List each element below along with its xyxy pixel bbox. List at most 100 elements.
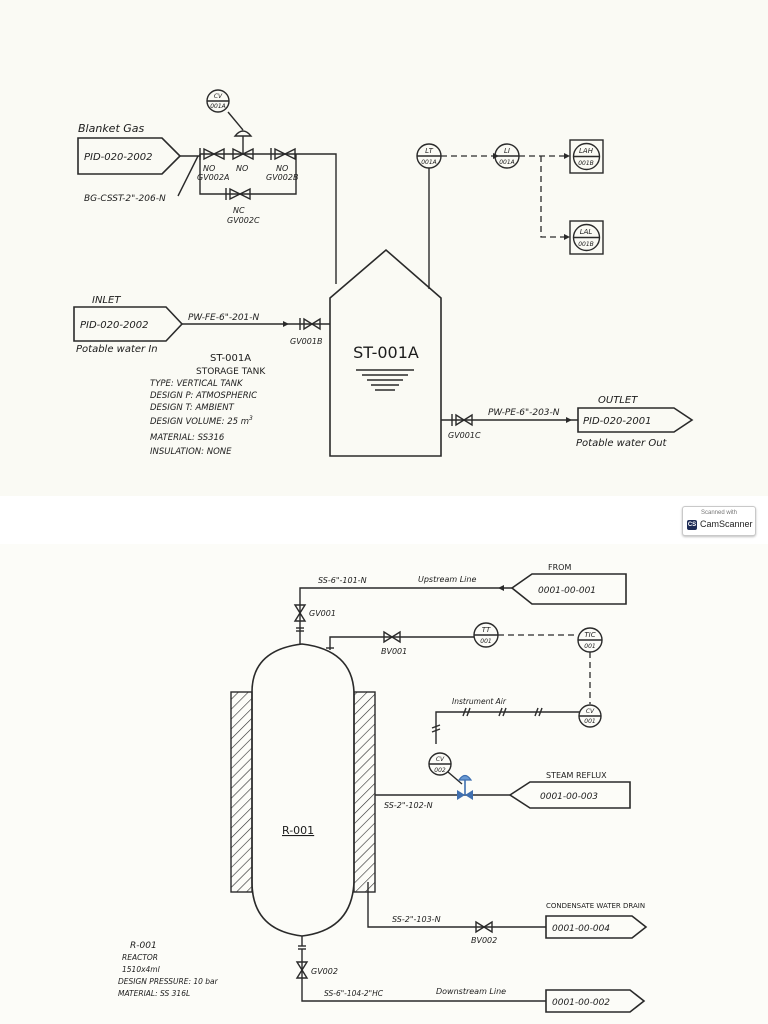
bv002-valve[interactable] xyxy=(475,920,493,934)
downstream-line-code: SS-6"-104-2"HC xyxy=(324,989,384,998)
from-ref: 0001-00-001 xyxy=(538,586,596,596)
storage-tank-diagram: Blanket Gas PID-020-2002 BG-CSST-2"-206-… xyxy=(73,89,694,457)
spec-name: STORAGE TANK xyxy=(196,367,266,377)
bypass-line xyxy=(199,154,297,195)
reactor-spec-name: REACTOR xyxy=(122,953,158,962)
downstream-line xyxy=(301,949,546,1002)
steam-line-code: SS-2"-102-N xyxy=(384,801,433,810)
cv002-bubble xyxy=(428,752,452,776)
cv001a-state: NO xyxy=(236,164,248,173)
instrument-air-line xyxy=(435,711,580,744)
condensate-line-code: SS-2"-103-N xyxy=(392,915,441,924)
reactor-jacket-left xyxy=(230,691,253,893)
inlet-ref: PID-020-2002 xyxy=(80,320,148,331)
gv001c-valve[interactable] xyxy=(451,413,473,427)
gv002b-state: NO xyxy=(276,164,288,173)
reactor-spec-tag: R-001 xyxy=(130,941,157,951)
reactor-pid-sheet: FROM 0001-00-001 SS-6"-101-N Upstream Li… xyxy=(0,544,768,1024)
gv002a-tag: GV002A xyxy=(197,173,229,182)
badge-app-name: CamScanner xyxy=(700,519,753,529)
gv001-tag: GV001 xyxy=(309,609,336,618)
pneumatic-signal-ticks xyxy=(431,707,543,733)
reactor-spec-size: 1510x4ml xyxy=(122,965,161,974)
signal-arrow-lal xyxy=(564,234,570,240)
blanket-gas-leader xyxy=(177,155,199,197)
cv001a-signal-line xyxy=(227,111,244,131)
bv001-valve[interactable] xyxy=(383,630,401,644)
camscanner-logo-icon: CS xyxy=(687,520,697,530)
reactor-spec-design-pressure: DESIGN PRESSURE: 10 bar xyxy=(118,977,219,986)
gv001b-tag: GV001B xyxy=(290,337,322,346)
gv001-valve[interactable] xyxy=(293,604,307,622)
page-gap xyxy=(0,496,768,544)
upstream-line-label: Upstream Line xyxy=(418,575,476,584)
outlet-label: OUTLET xyxy=(598,395,638,406)
signal-arrow-lah xyxy=(564,153,570,159)
inlet-flow-arrow xyxy=(283,321,289,327)
spec-design-pressure: DESIGN P: ATMOSPHERIC xyxy=(150,391,257,401)
cv001a-bubble-bottom: 001A xyxy=(210,103,226,110)
tank-spec-block: ST-001A STORAGE TANK TYPE: VERTICAL TANK… xyxy=(150,353,266,457)
downstream-ref: 0001-00-002 xyxy=(552,998,610,1008)
cv002-bottom: 002 xyxy=(434,767,446,774)
gv001c-tag: GV001C xyxy=(448,431,481,440)
lah001b-alarm xyxy=(569,139,604,174)
blanket-gas-header xyxy=(200,153,337,284)
storage-tank-st001a[interactable] xyxy=(329,248,442,457)
lah001b-top: LAH xyxy=(579,147,594,155)
li001a-bottom: 001A xyxy=(499,159,515,166)
cv002-signal-line xyxy=(447,771,463,785)
instrument-air-label: Instrument Air xyxy=(452,697,507,706)
cv002-top: CV xyxy=(436,756,445,763)
spec-design-temperature: DESIGN T: AMBIENT xyxy=(150,403,235,413)
badge-scanned-with: Scanned with xyxy=(700,510,738,516)
reactor-tag: R-001 xyxy=(282,824,314,837)
outlet-flow-arrow xyxy=(566,417,572,423)
upstream-line xyxy=(299,587,512,644)
gv002b-tag: GV002B xyxy=(266,173,298,182)
lal001b-top: LAL xyxy=(580,228,593,236)
gv002c-valve[interactable] xyxy=(225,187,251,201)
downstream-offpage-connector xyxy=(545,989,646,1013)
spec-design-volume: DESIGN VOLUME: 25 m3 xyxy=(150,415,253,427)
steam-reflux-offpage-connector xyxy=(508,781,631,809)
lal001b-alarm xyxy=(569,220,604,255)
inlet-offpage-connector xyxy=(73,306,184,342)
bv002-tag: BV002 xyxy=(471,936,497,945)
condensate-ref: 0001-00-004 xyxy=(552,924,610,934)
camscanner-badge: Scanned with CS CamScanner xyxy=(682,506,756,536)
reactor-r001-vessel[interactable] xyxy=(251,643,355,937)
outlet-offpage-connector xyxy=(577,407,694,433)
blanket-gas-line xyxy=(180,154,201,157)
from-label: FROM xyxy=(548,563,571,572)
lt001a-bottom: 001A xyxy=(421,159,437,166)
gv001b-valve[interactable] xyxy=(299,317,321,331)
tank-tag: ST-001A xyxy=(353,343,419,362)
gv002a-state: NO xyxy=(203,164,215,173)
outlet-ref: PID-020-2001 xyxy=(583,416,651,427)
bv001-tag: BV001 xyxy=(381,647,407,656)
spec-insulation: INSULATION: NONE xyxy=(150,447,232,457)
tic001-top: TIC xyxy=(584,631,595,639)
inlet-sub-label: Potable water In xyxy=(76,344,158,355)
cv001-top: CV xyxy=(586,708,595,715)
blanket-gas-ref: PID-020-2002 xyxy=(84,152,152,163)
steam-control-valve[interactable] xyxy=(457,774,473,801)
cv001a-bubble xyxy=(206,89,230,113)
gv002c-state: NC xyxy=(233,206,245,215)
tt001-bottom: 001 xyxy=(480,638,491,645)
gv002b-valve[interactable] xyxy=(270,147,296,161)
spec-tag: ST-001A xyxy=(210,353,251,364)
control-valve-cv001a[interactable] xyxy=(232,130,254,161)
lt001a-top: LT xyxy=(425,147,433,155)
storage-tank-pid-sheet: Blanket Gas PID-020-2002 BG-CSST-2"-206-… xyxy=(0,0,768,496)
steam-reflux-label: STEAM REFLUX xyxy=(546,771,607,780)
tt-process-line xyxy=(329,636,474,650)
reactor-spec-material: MATERIAL: SS 316L xyxy=(118,989,190,998)
gv002a-valve[interactable] xyxy=(199,147,225,161)
liquid-level-symbol xyxy=(356,369,414,391)
inlet-line-code: PW-FE-6"-201-N xyxy=(188,313,260,323)
li001a-top: LI xyxy=(504,147,510,155)
blanket-gas-line-code: BG-CSST-2"-206-N xyxy=(84,194,166,204)
condensate-line xyxy=(367,882,546,928)
